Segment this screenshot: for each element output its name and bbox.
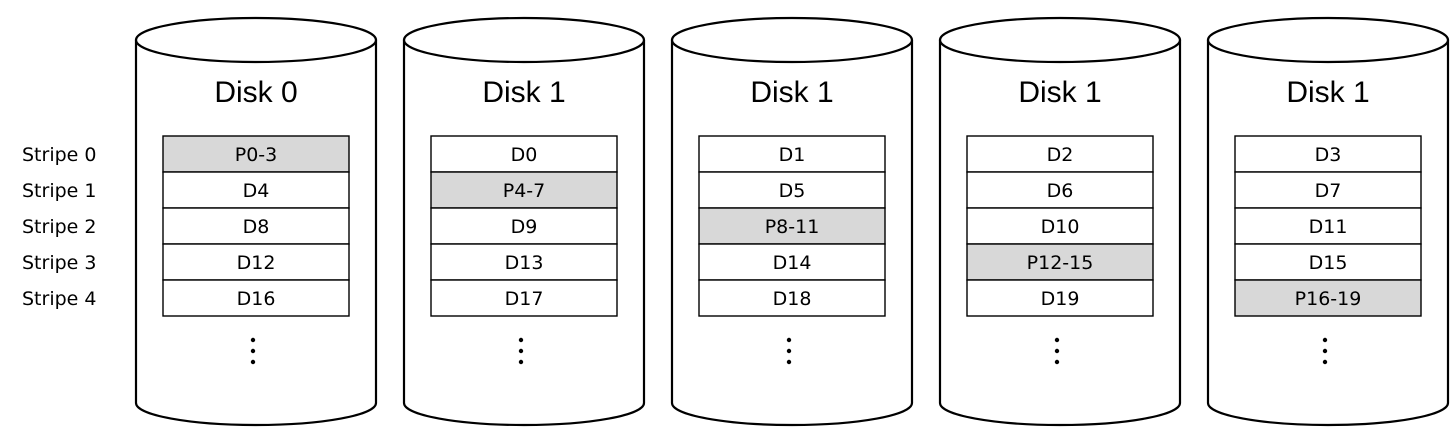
cylinder-top xyxy=(938,16,1182,64)
block-label: D6 xyxy=(1047,180,1074,202)
block-label: D3 xyxy=(1315,144,1342,166)
block-label: D19 xyxy=(1041,288,1080,310)
data-block xyxy=(966,171,1154,209)
disk-title: Disk 1 xyxy=(482,76,565,109)
data-block xyxy=(966,279,1154,317)
cylinder-top xyxy=(1206,16,1450,64)
data-block xyxy=(430,243,618,281)
block-label: P8-11 xyxy=(765,216,820,238)
block-label: D0 xyxy=(511,144,538,166)
cylinder-top xyxy=(670,16,914,64)
vertical-ellipsis-icon xyxy=(518,337,524,365)
stripe-label-2: Stripe 2 xyxy=(22,216,96,238)
vertical-ellipsis-icon xyxy=(1054,337,1060,365)
block-label: D15 xyxy=(1309,252,1348,274)
block-label: D12 xyxy=(237,252,276,274)
data-block xyxy=(1234,171,1422,209)
data-block xyxy=(430,279,618,317)
block-label: D9 xyxy=(511,216,538,238)
block-label: D14 xyxy=(773,252,812,274)
block-label: D8 xyxy=(243,216,270,238)
cylinder-top xyxy=(402,16,646,64)
data-block xyxy=(430,135,618,173)
block-label: P4-7 xyxy=(503,180,546,202)
cylinder-top xyxy=(134,16,378,64)
block-label: D17 xyxy=(505,288,544,310)
data-block xyxy=(162,207,350,245)
block-label: D10 xyxy=(1041,216,1080,238)
data-block xyxy=(1234,207,1422,245)
block-label: D18 xyxy=(773,288,812,310)
block-label: D2 xyxy=(1047,144,1074,166)
disk-title: Disk 1 xyxy=(1286,76,1369,109)
parity-block xyxy=(698,207,886,245)
stripe-label-1: Stripe 1 xyxy=(22,180,96,202)
block-label: D11 xyxy=(1309,216,1348,238)
stripe-label-0: Stripe 0 xyxy=(22,144,96,166)
block-label: P0-3 xyxy=(235,144,278,166)
data-block xyxy=(162,243,350,281)
vertical-ellipsis-icon xyxy=(786,337,792,365)
disk-title: Disk 1 xyxy=(1018,76,1101,109)
parity-block xyxy=(966,243,1154,281)
data-block xyxy=(1234,243,1422,281)
block-label: D5 xyxy=(779,180,806,202)
data-block xyxy=(966,207,1154,245)
disk-title: Disk 1 xyxy=(750,76,833,109)
vertical-ellipsis-icon xyxy=(1322,337,1328,365)
block-label: D4 xyxy=(243,180,270,202)
data-block xyxy=(162,279,350,317)
data-block xyxy=(698,279,886,317)
block-label: P16-19 xyxy=(1295,288,1362,310)
disk-title: Disk 0 xyxy=(214,76,297,109)
vertical-ellipsis-icon xyxy=(250,337,256,365)
block-label: D1 xyxy=(779,144,806,166)
stripe-label-3: Stripe 3 xyxy=(22,252,96,274)
block-label: P12-15 xyxy=(1027,252,1094,274)
data-block xyxy=(698,243,886,281)
block-label: D16 xyxy=(237,288,276,310)
data-block xyxy=(698,135,886,173)
stripe-label-4: Stripe 4 xyxy=(22,288,96,310)
parity-block xyxy=(430,171,618,209)
data-block xyxy=(698,171,886,209)
parity-block xyxy=(1234,279,1422,317)
block-label: D7 xyxy=(1315,180,1342,202)
block-label: D13 xyxy=(505,252,544,274)
parity-block xyxy=(162,135,350,173)
data-block xyxy=(1234,135,1422,173)
